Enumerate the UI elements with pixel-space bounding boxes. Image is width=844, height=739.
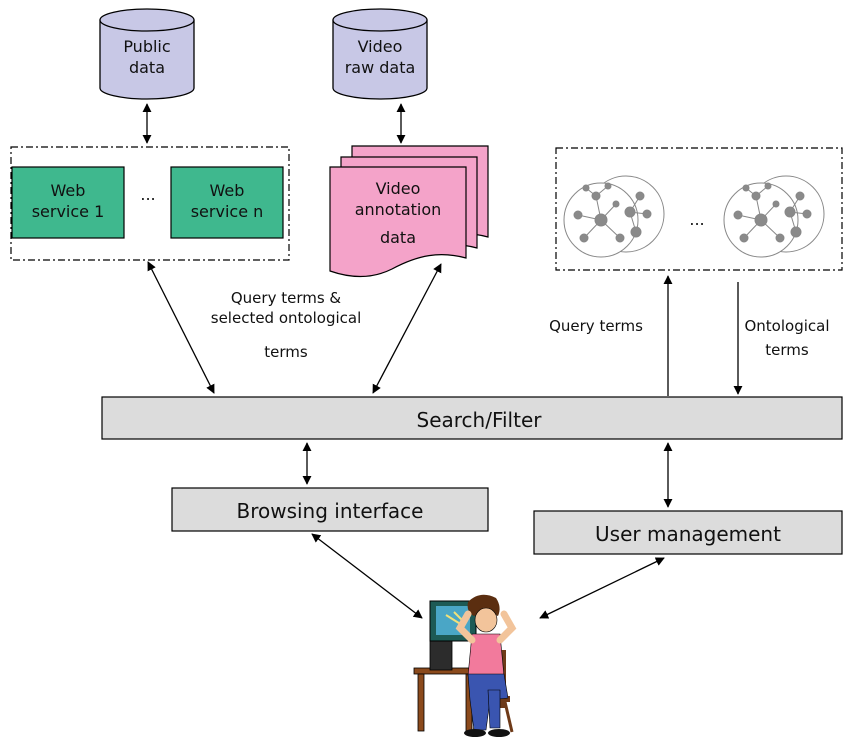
user-management-box: User management [533,510,843,555]
query-selected-label-2: selected ontological [211,309,361,327]
video-annotation-data-stack: Video annotation data [329,145,489,278]
user-management-label: User management [595,522,781,546]
web-service-1-label-1: Web [51,181,86,200]
web-service-n-box: Web service n [170,166,284,239]
user-at-computer-icon [413,594,517,737]
web-services-search-arrow [147,261,215,394]
video-raw-data-database: Video raw data [332,8,428,100]
web-service-1-box: Web service 1 [11,166,125,239]
web-service-n-label-2: service n [191,202,264,221]
web-service-1-label-2: service 1 [32,202,105,221]
public-data-label-1: Public [123,37,170,56]
ontology-graph-icon [563,175,665,258]
video-annotation-label-2: annotation [355,200,442,219]
video-raw-data-label-1: Video [358,37,403,56]
video-annotation-label-1: Video [376,179,421,198]
web-services-ellipsis: ... [140,185,155,204]
ontological-terms-label-1: Ontological [744,317,829,335]
video-annotation-label-3: data [380,228,416,247]
video-raw-data-label-2: raw data [345,58,416,77]
public-data-database: Public data [99,8,195,100]
ontologies-group [555,147,843,271]
query-selected-label-3: terms [264,343,308,361]
web-services-group [10,146,290,261]
public-data-label-2: data [129,58,165,77]
query-terms-label: Query terms [549,317,643,335]
ontologies-ellipsis: ... [689,210,704,229]
ontological-terms-label-2: terms [765,341,809,359]
search-filter-label: Search/Filter [417,408,543,432]
web-service-n-label-1: Web [210,181,245,200]
ontology-graph-icon [723,175,825,258]
browsing-interface-box: Browsing interface [171,487,489,532]
user-mgmt-user-arrow [539,557,665,619]
search-filter-bar: Search/Filter [101,396,843,440]
browsing-user-arrow [311,533,423,619]
query-selected-label-1: Query terms & [231,289,342,307]
browsing-interface-label: Browsing interface [236,499,423,523]
annotation-search-arrow [372,263,442,394]
